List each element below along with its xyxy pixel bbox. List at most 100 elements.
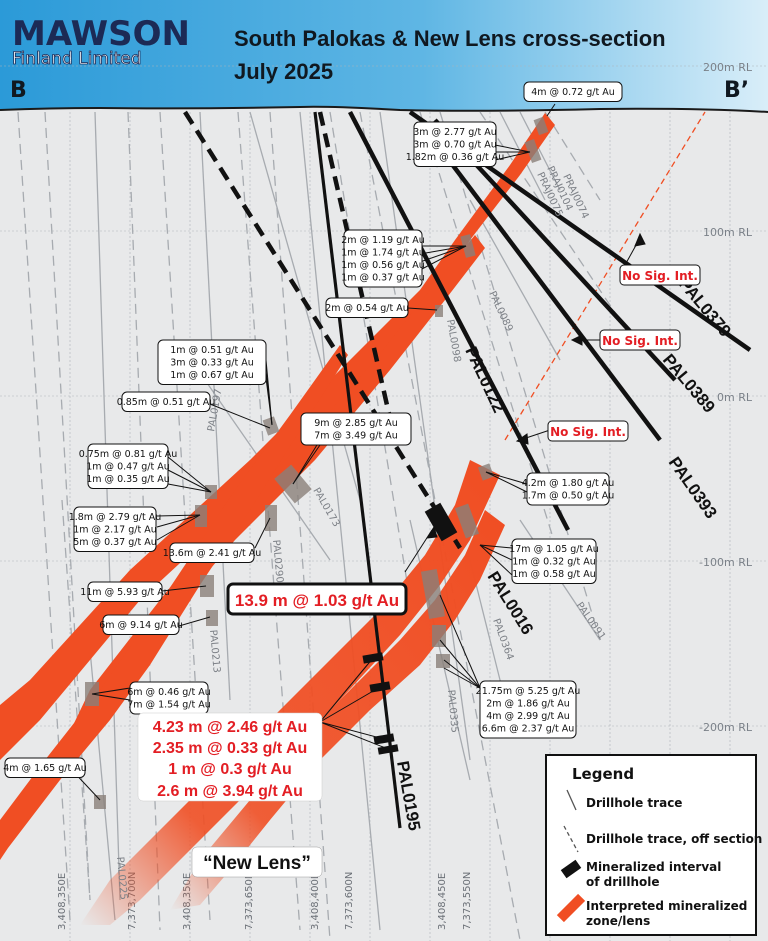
callout-text: 1m @ 0.37 g/t Au bbox=[341, 273, 425, 284]
callout-text: 1m @ 0.51 g/t Au bbox=[170, 345, 254, 356]
callout-text: 6.6m @ 2.37 g/t Au bbox=[482, 724, 575, 735]
legend-swatch-interval bbox=[560, 859, 582, 879]
callout-text: 2m @ 0.54 g/t Au bbox=[325, 303, 409, 314]
no-sig-2: No Sig. Int. bbox=[602, 334, 678, 348]
logo-sub: Finland Limited bbox=[12, 49, 142, 69]
legend-swatch-trace bbox=[566, 789, 577, 811]
section-label-left: B bbox=[10, 78, 27, 103]
no-sig-1: No Sig. Int. bbox=[622, 269, 698, 283]
highlight-big-4: 2.6 m @ 3.94 g/t Au bbox=[157, 783, 303, 800]
grid-label-5: 3,408,400E bbox=[310, 873, 321, 930]
legend-trace: Drillhole trace bbox=[586, 796, 682, 810]
highlight-big-1: 4.23 m @ 2.46 g/t Au bbox=[153, 719, 308, 736]
callout-text: 1m @ 1.74 g/t Au bbox=[341, 248, 425, 259]
hole-trace-pal0393 bbox=[428, 133, 662, 442]
legend-zone-1: Interpreted mineralized bbox=[586, 899, 747, 913]
callout-box-c16 bbox=[479, 680, 577, 739]
zone-new-lens-b bbox=[170, 510, 505, 910]
highlight-big: 4.23 m @ 2.46 g/t Au 2.35 m @ 0.33 g/t A… bbox=[137, 712, 323, 802]
legend-swatch-zone bbox=[556, 893, 586, 923]
callout-box-c13 bbox=[87, 581, 163, 602]
callout-text: 7m @ 1.54 g/t Au bbox=[127, 700, 211, 711]
callout-text: 1m @ 0.35 g/t Au bbox=[86, 474, 170, 485]
grid-label-8: 7,373,550N bbox=[462, 872, 473, 930]
callout-box-c10 bbox=[169, 542, 255, 563]
elev-minus-200: -200m RL bbox=[699, 721, 753, 734]
title-line1: South Palokas & New Lens cross-section bbox=[234, 26, 666, 51]
callout-box-c11 bbox=[526, 472, 610, 506]
callout-text: 2m @ 1.86 g/t Au bbox=[486, 699, 570, 710]
section-label-right: B’ bbox=[724, 78, 749, 103]
hole-trace-pal0122 bbox=[348, 110, 570, 532]
hole-trace-pal0195 bbox=[313, 111, 402, 829]
elevation-labels: 200m RL 100m RL 0m RL -100m RL -200m RL bbox=[699, 61, 753, 734]
callout-text: 1m @ 2.17 g/t Au bbox=[73, 525, 157, 536]
callout-text: 1m @ 0.32 g/t Au bbox=[512, 557, 596, 568]
legend: Legend Drillhole trace Drillhole trace, … bbox=[545, 754, 762, 936]
legend-title: Legend bbox=[572, 765, 634, 783]
callout-box-c6 bbox=[121, 391, 211, 412]
hole-trace-pal0016 bbox=[183, 110, 462, 550]
callout-box-c8 bbox=[87, 443, 169, 489]
callout-text: 1.7m @ 0.50 g/t Au bbox=[522, 491, 615, 502]
callout-text: 4m @ 1.65 g/t Au bbox=[3, 763, 87, 774]
callout-text: 9m @ 2.85 g/t Au bbox=[314, 418, 398, 429]
callout-box-c4 bbox=[325, 297, 409, 318]
callout-text: 1.8m @ 2.79 g/t Au bbox=[69, 512, 162, 523]
highlight-box-mid bbox=[226, 582, 408, 616]
grid-label-1: 3,408,350E bbox=[57, 873, 68, 930]
callout-text: 6m @ 9.14 g/t Au bbox=[99, 620, 183, 631]
callout-box-c1 bbox=[523, 81, 623, 102]
elev-100: 100m RL bbox=[703, 226, 753, 239]
callout-text: 4.2m @ 1.80 g/t Au bbox=[522, 478, 615, 489]
highlight-mid-text: 13.9 m @ 1.03 g/t Au bbox=[235, 591, 399, 610]
callout-box-c17 bbox=[4, 757, 86, 778]
no-significant-intercepts: No Sig. Int. No Sig. Int. No Sig. Int. bbox=[547, 264, 701, 442]
callout-text: 4m @ 0.72 g/t Au bbox=[531, 87, 615, 98]
callout-text: 4m @ 2.99 g/t Au bbox=[486, 711, 570, 722]
grid-label-7: 3,408,450E bbox=[437, 873, 448, 930]
callout-text: 7m @ 3.49 g/t Au bbox=[314, 431, 398, 442]
callout-text: 0.75m @ 0.81 g/t Au bbox=[79, 449, 178, 460]
highlight-big-3: 1 m @ 0.3 g/t Au bbox=[168, 761, 291, 778]
callout-text: 17m @ 1.05 g/t Au bbox=[509, 544, 599, 555]
callout-text: 13.6m @ 2.41 g/t Au bbox=[163, 548, 262, 559]
legend-interval-2: of drillhole bbox=[586, 875, 660, 889]
title-line2: July 2025 bbox=[234, 59, 333, 84]
new-lens-label: “New Lens” bbox=[203, 853, 311, 874]
callout-text: 1.82m @ 0.36 g/t Au bbox=[406, 152, 505, 163]
elev-minus-100: -100m RL bbox=[699, 556, 753, 569]
callout-text: 3m @ 0.33 g/t Au bbox=[170, 358, 254, 369]
intercept-boxes bbox=[85, 116, 549, 809]
callout-text: 3m @ 0.70 g/t Au bbox=[413, 140, 497, 151]
callout-box-c5 bbox=[157, 339, 267, 385]
highlight-big-2: 2.35 m @ 0.33 g/t Au bbox=[153, 740, 308, 757]
callout-text: 11m @ 5.93 g/t Au bbox=[80, 587, 170, 598]
callout-text: 21.75m @ 5.25 g/t Au bbox=[476, 686, 581, 697]
callout-text: 1m @ 0.47 g/t Au bbox=[86, 462, 170, 473]
callout-text: 1m @ 0.67 g/t Au bbox=[170, 370, 254, 381]
legend-interval-1: Mineralized interval bbox=[586, 860, 721, 874]
callout-text: 3m @ 2.77 g/t Au bbox=[413, 127, 497, 138]
callout-text: 1m @ 0.56 g/t Au bbox=[341, 260, 425, 271]
callouts: 4m @ 0.72 g/t Au 3m @ 2.77 g/t Au 3m @ 0.7… bbox=[3, 81, 623, 778]
callout-box-c12 bbox=[511, 538, 597, 584]
callout-text: 0.85m @ 0.51 g/t Au bbox=[117, 397, 216, 408]
label-pal0225: PAL0225 bbox=[114, 856, 129, 900]
legend-zone-2: zone/lens bbox=[586, 914, 650, 928]
no-sig-3: No Sig. Int. bbox=[550, 425, 626, 439]
grid-label-4: 7,373,650N bbox=[244, 872, 255, 930]
label-pal0213: PAL0213 bbox=[207, 629, 222, 673]
interpretation-trend-line bbox=[504, 111, 706, 441]
label-pal0335: PAL0335 bbox=[445, 689, 460, 733]
elev-0: 0m RL bbox=[717, 391, 753, 404]
callout-box-c2 bbox=[413, 121, 497, 167]
zone-lower-left bbox=[0, 345, 348, 860]
grid-label-6: 7,373,600N bbox=[344, 872, 355, 930]
label-pal0290: PAL0290 bbox=[270, 539, 285, 583]
callout-box-c7 bbox=[300, 412, 412, 446]
elev-200: 200m RL bbox=[703, 61, 753, 74]
callout-box-c14 bbox=[102, 614, 180, 635]
